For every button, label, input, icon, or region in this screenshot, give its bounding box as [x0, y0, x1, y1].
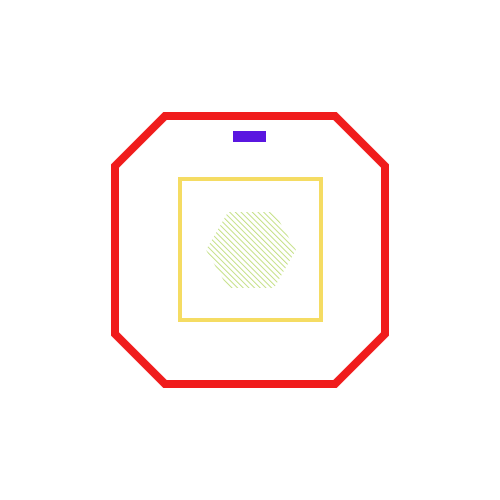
outer-octagon-outline — [111, 112, 389, 388]
inner-square-outline — [178, 177, 323, 322]
top-indicator-bar — [233, 131, 266, 142]
center-hexagon — [206, 212, 296, 288]
